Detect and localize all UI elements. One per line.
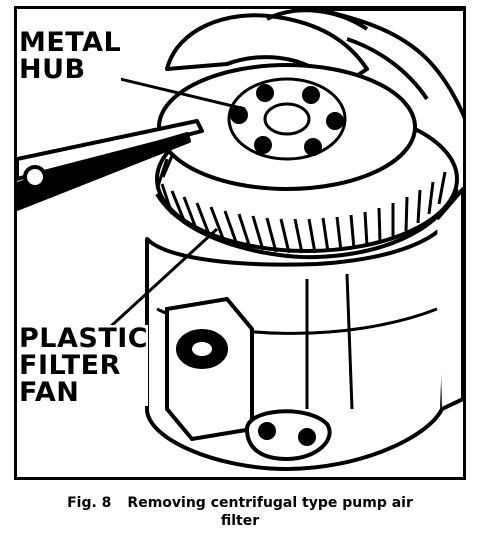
caption-text-line1: Removing centrifugal type pump air [127, 495, 413, 511]
plastic-filter-fan-callout: PLASTIC FILTER FAN [19, 323, 149, 408]
filter-fan-leader-line [95, 227, 219, 341]
figure-number: Fig. 8 [67, 495, 112, 511]
figure-caption: Fig. 8 Removing centrifugal type pump air… [0, 494, 480, 530]
pliers-tool [17, 119, 204, 211]
metal-hub-callout-line1: METAL [19, 27, 122, 58]
caption-text-line2: filter [220, 513, 260, 529]
metal-hub-callout: METAL HUB [19, 27, 122, 85]
metal-hub-callout-line2: HUB [19, 54, 86, 85]
figure-frame: METAL HUB PLASTIC FILTER FAN [14, 6, 466, 480]
plastic-filter-fan-callout-line1: PLASTIC [19, 323, 149, 354]
caption-line1: Fig. 8 Removing centrifugal type pump air [0, 494, 480, 512]
mounting-foot [244, 409, 332, 462]
outlet-boss [165, 296, 254, 442]
plastic-filter-fan-callout-line3: FAN [19, 377, 80, 408]
hand-illustration [165, 9, 463, 120]
metal-hub-disk [157, 63, 417, 191]
pump-illustration [17, 9, 463, 471]
plastic-filter-fan-callout-line2: FILTER [19, 350, 121, 381]
